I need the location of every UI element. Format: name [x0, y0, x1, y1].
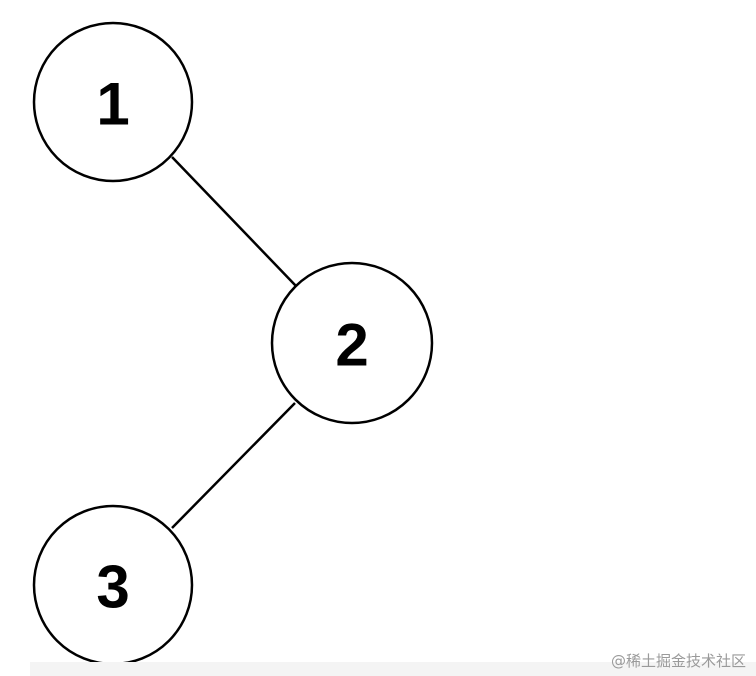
tree-node-1: 1	[32, 21, 194, 183]
node-2-label: 2	[335, 312, 368, 379]
edge-2-3	[171, 402, 296, 529]
tree-node-3: 3	[32, 504, 194, 666]
node-1-label: 1	[96, 71, 129, 138]
tree-node-2: 2	[270, 261, 434, 425]
bottom-strip	[30, 662, 756, 676]
watermark: @稀土掘金技术社区	[610, 652, 746, 670]
node-2-circle	[270, 261, 434, 425]
node-1-circle	[32, 21, 194, 183]
edge-1-2	[171, 156, 297, 287]
node-3-label: 3	[96, 554, 129, 621]
